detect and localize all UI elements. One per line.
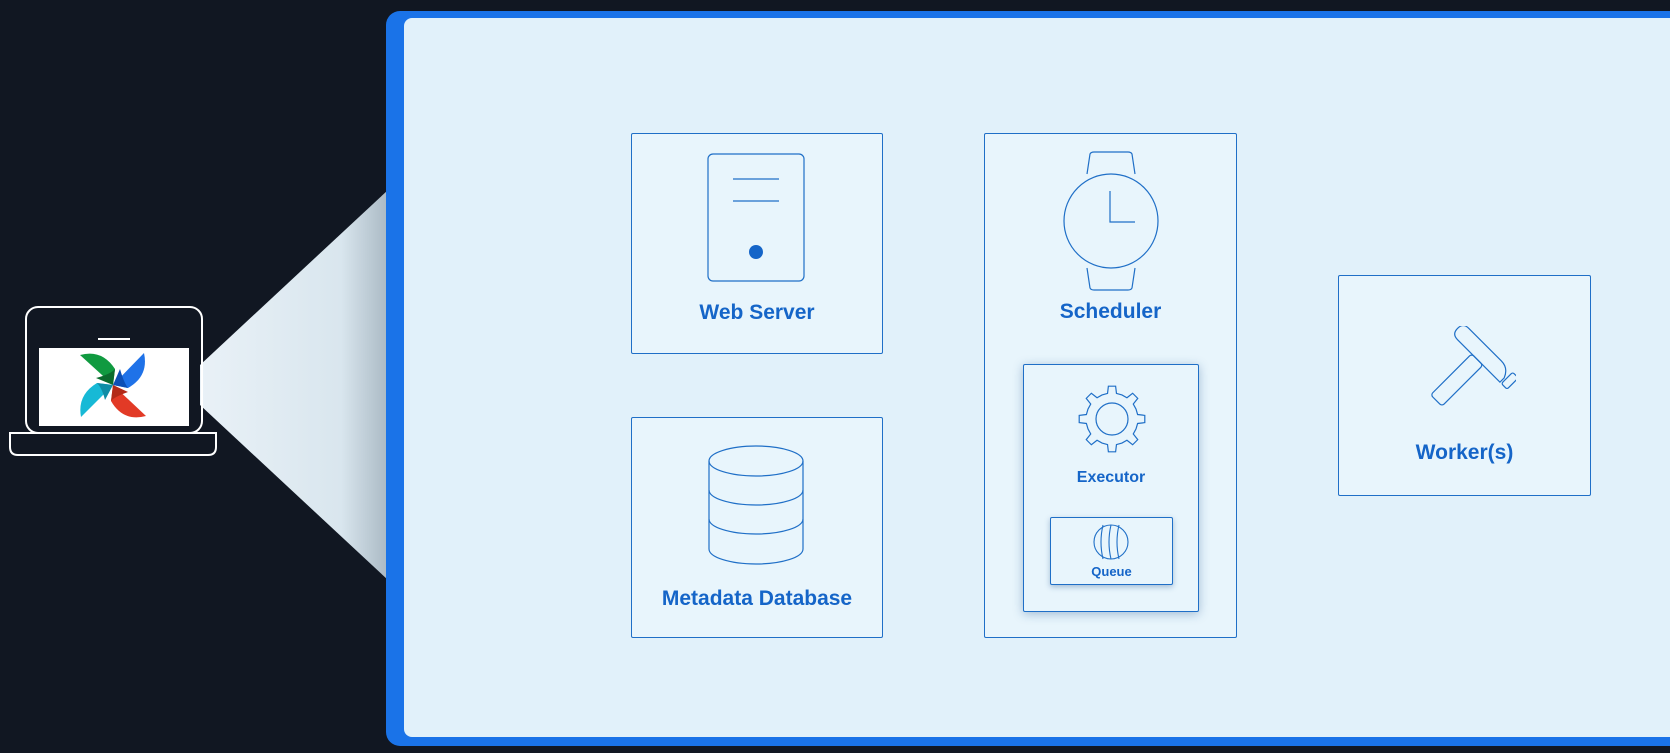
laptop-icon (9, 306, 217, 456)
executor-card: Executor Queue (1023, 364, 1199, 612)
watch-icon (1061, 151, 1161, 291)
metadata-database-label: Metadata Database (661, 587, 853, 610)
queue-card: Queue (1050, 517, 1173, 585)
scheduler-card: Scheduler Executor Queue (984, 133, 1237, 638)
queue-label: Queue (1091, 564, 1132, 579)
server-icon (707, 153, 805, 283)
workers-card: Worker(s) (1338, 275, 1591, 496)
gear-icon (1076, 383, 1148, 455)
web-server-label: Web Server (699, 301, 815, 324)
scheduler-label: Scheduler (1059, 300, 1162, 323)
pinwheel-logo-icon (80, 353, 146, 418)
web-server-card: Web Server (631, 133, 883, 354)
executor-label: Executor (1076, 469, 1146, 486)
database-icon (707, 445, 805, 567)
metadata-database-card: Metadata Database (631, 417, 883, 638)
hammer-icon (1416, 326, 1516, 416)
workers-label: Worker(s) (1415, 441, 1514, 464)
queue-icon (1090, 524, 1134, 560)
